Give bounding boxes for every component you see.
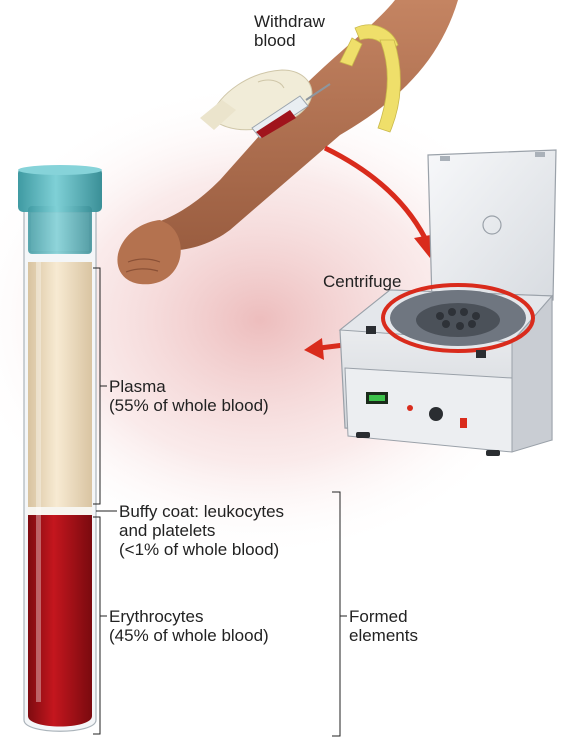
erythrocytes-label: Erythrocytes (45% of whole blood) — [109, 607, 269, 645]
buffy-coat-label: Buffy coat: leukocytes and platelets (<1… — [119, 502, 284, 559]
formed-elements-label: Formed elements — [349, 607, 418, 645]
withdraw-blood-label: Withdraw blood — [254, 12, 325, 50]
red-indicator — [407, 405, 413, 411]
control-knob — [429, 407, 443, 421]
centrifuge-lid — [428, 150, 556, 302]
plasma-label: Plasma (55% of whole blood) — [109, 377, 269, 415]
centrifuge-rotor — [416, 303, 500, 337]
test-tube — [18, 165, 102, 731]
power-switch — [460, 418, 467, 428]
centrifuge-label: Centrifuge — [323, 272, 401, 291]
